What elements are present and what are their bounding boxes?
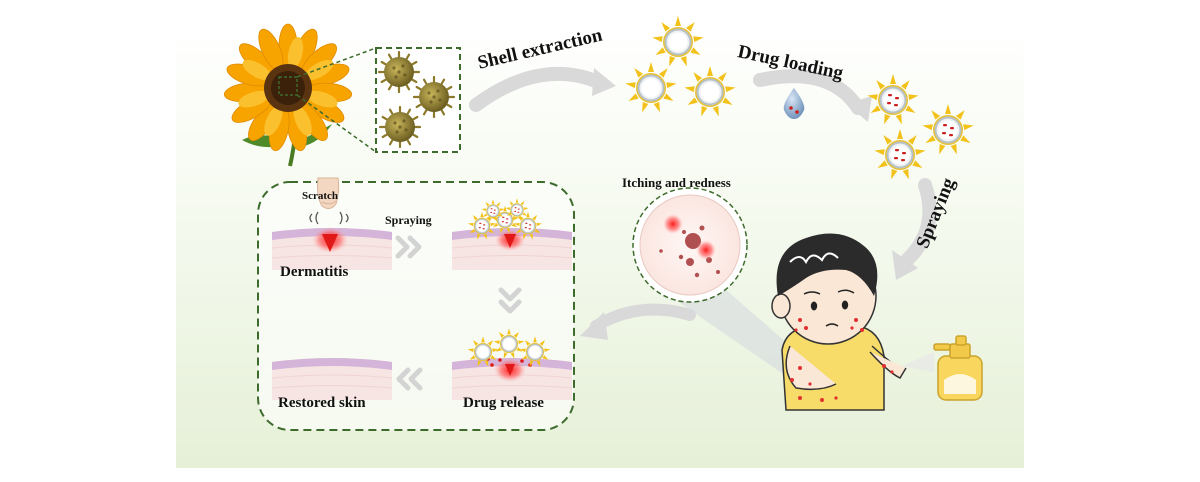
itching-redness-label: Itching and redness bbox=[622, 175, 731, 190]
drug-release-skin bbox=[451, 356, 573, 401]
child-icon bbox=[771, 233, 907, 411]
scratch-label: Scratch bbox=[302, 190, 339, 202]
magnified-skin-icon bbox=[632, 187, 748, 303]
spray-bottle-icon bbox=[933, 335, 983, 401]
drug-loading-arrow bbox=[753, 69, 865, 115]
spraying-step-label: Spraying bbox=[385, 213, 432, 227]
return-arrow bbox=[590, 303, 696, 332]
restored-skin-label: Restored skin bbox=[278, 395, 366, 411]
dermatitis-skin bbox=[271, 227, 393, 271]
drug-droplet-icon bbox=[783, 88, 805, 119]
spraying-arrow bbox=[898, 178, 937, 269]
drug-release-label: Drug release bbox=[463, 395, 544, 411]
restored-skin bbox=[271, 357, 393, 401]
sunflower-icon bbox=[223, 23, 353, 167]
sprayed-skin bbox=[451, 227, 573, 271]
finger-icon bbox=[317, 177, 340, 210]
dermatitis-label: Dermatitis bbox=[280, 264, 349, 280]
shell-arrow bbox=[469, 66, 605, 112]
